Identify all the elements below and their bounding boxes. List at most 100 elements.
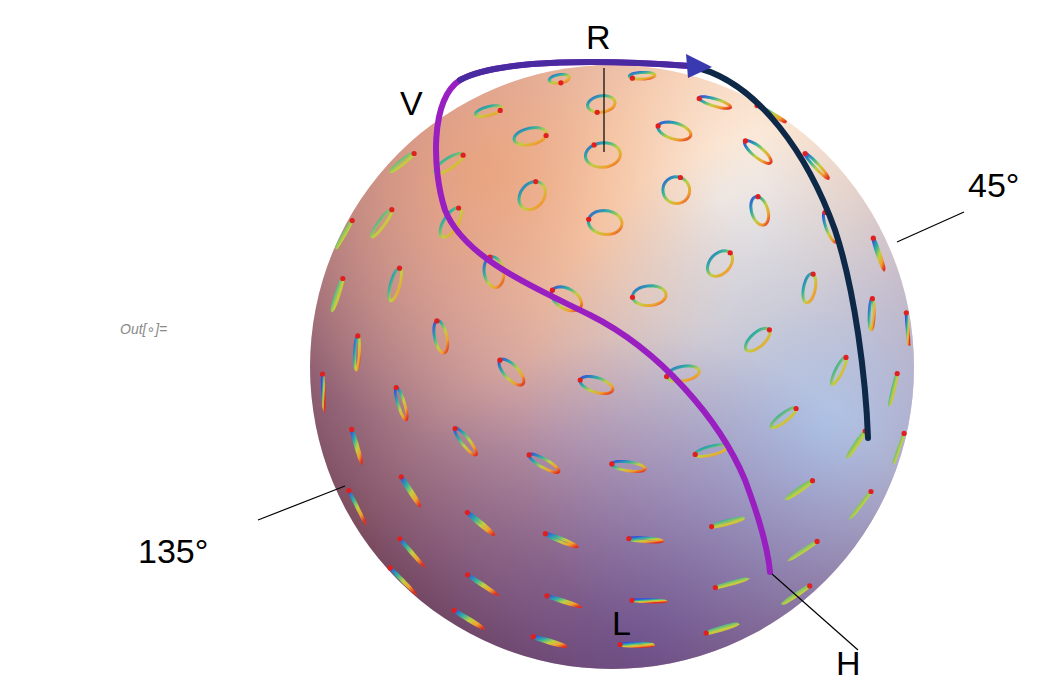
- rotation-arrow: [394, 385, 399, 390]
- rotation-arrow: [871, 236, 876, 241]
- polarization-ellipse: [455, 428, 477, 455]
- trajectory-curve: [460, 62, 690, 80]
- rotation-arrow: [810, 478, 815, 483]
- sphere-shade: [310, 65, 914, 669]
- leader-line: [897, 212, 964, 242]
- polarization-ellipse: [803, 274, 816, 303]
- polarization-ellipse: [322, 374, 324, 408]
- polarization-ellipse: [771, 408, 796, 428]
- rotation-arrow: [346, 488, 351, 493]
- polarization-ellipse: [547, 596, 579, 607]
- polarization-ellipse: [401, 477, 419, 506]
- rotation-arrow: [595, 110, 600, 115]
- rotation-arrow: [349, 427, 354, 432]
- polarization-ellipse: [529, 454, 559, 472]
- rotation-arrow: [578, 377, 583, 382]
- rotation-arrow: [399, 474, 404, 479]
- polarization-ellipse: [389, 268, 402, 301]
- polarization-ellipse: [783, 586, 809, 604]
- polarization-ellipse: [658, 122, 691, 140]
- polarization-ellipse: [352, 429, 362, 462]
- rotation-arrow: [456, 205, 461, 210]
- polarization-ellipse: [355, 336, 360, 370]
- rotation-arrow: [728, 250, 733, 255]
- leader-line: [603, 68, 604, 152]
- point-label: V: [400, 86, 423, 120]
- rotation-arrow: [320, 372, 325, 377]
- sphere-shade: [310, 65, 914, 669]
- rotation-arrow: [803, 151, 808, 156]
- trajectory-curve: [436, 62, 770, 572]
- rotation-arrow: [543, 531, 548, 536]
- polarization-ellipse: [633, 286, 667, 306]
- polarization-ellipse: [395, 388, 407, 420]
- output-label: Out[∘]=: [120, 322, 167, 336]
- rotation-arrow: [713, 585, 718, 590]
- rotation-arrow: [794, 406, 799, 411]
- polarization-ellipse: [349, 491, 364, 521]
- rotation-arrow: [811, 272, 816, 277]
- rotation-arrow: [709, 524, 714, 529]
- point-label: H: [836, 646, 861, 680]
- point-label: 45°: [968, 168, 1019, 202]
- rotation-arrow: [592, 142, 597, 147]
- rotation-arrow: [558, 80, 563, 85]
- polarization-ellipse: [612, 461, 645, 471]
- polarization-ellipse: [337, 221, 353, 248]
- polarization-ellipse: [533, 637, 565, 647]
- point-label: R: [586, 20, 611, 54]
- rotation-arrow: [629, 598, 634, 603]
- rotation-arrow: [388, 565, 393, 570]
- trajectory-curve: [690, 66, 868, 438]
- rotation-arrow: [465, 572, 470, 577]
- polarization-ellipse: [894, 433, 905, 463]
- rotation-arrow: [544, 133, 549, 138]
- polarization-ellipse: [745, 328, 770, 351]
- rotation-arrow: [434, 318, 439, 323]
- polarization-ellipse: [588, 96, 615, 113]
- rotation-arrow: [465, 510, 470, 515]
- rotation-arrow: [630, 76, 635, 81]
- polarization-ellipse: [519, 182, 545, 210]
- rotation-arrow: [544, 593, 549, 598]
- polarization-ellipse: [848, 431, 865, 456]
- polarization-ellipse: [588, 211, 622, 235]
- rotation-arrow: [693, 452, 698, 457]
- point-label: 135°: [138, 534, 208, 568]
- polarization-ellipse: [332, 279, 343, 311]
- rotation-arrow: [815, 539, 820, 544]
- polarization-ellipse: [514, 128, 546, 145]
- polarization-ellipse: [791, 541, 817, 559]
- polarization-ellipse: [372, 210, 392, 237]
- rotation-arrow: [704, 630, 709, 635]
- polarization-ellipse: [390, 568, 414, 592]
- polarization-ellipse: [620, 643, 653, 646]
- rotation-arrow: [533, 179, 538, 184]
- polarization-ellipse: [787, 481, 813, 499]
- polarization-ellipse: [499, 359, 524, 385]
- rotation-arrow: [895, 371, 900, 376]
- polarization-ellipse: [545, 534, 576, 547]
- polarization-ellipse: [706, 624, 737, 633]
- rotation-arrow: [656, 123, 661, 128]
- leader-line: [258, 486, 345, 520]
- rotation-arrow: [609, 461, 614, 466]
- rotation-arrow: [452, 608, 457, 613]
- rotation-arrow: [497, 358, 502, 363]
- rotation-arrow: [868, 489, 873, 494]
- leader-line: [772, 574, 858, 650]
- polarization-ellipse: [400, 539, 422, 565]
- rotation-arrow: [550, 288, 555, 293]
- polarization-ellipse: [467, 513, 493, 535]
- rotation-arrow: [630, 295, 635, 300]
- rotation-arrow: [531, 634, 536, 639]
- rotation-arrow: [453, 426, 458, 431]
- sphere-body: [310, 65, 914, 669]
- polarization-ellipse: [751, 197, 769, 225]
- rotation-arrow: [527, 452, 532, 457]
- rotation-arrow: [389, 207, 394, 212]
- rotation-arrow: [355, 333, 360, 338]
- rotation-arrow: [586, 217, 591, 222]
- rotation-arrow: [902, 431, 907, 436]
